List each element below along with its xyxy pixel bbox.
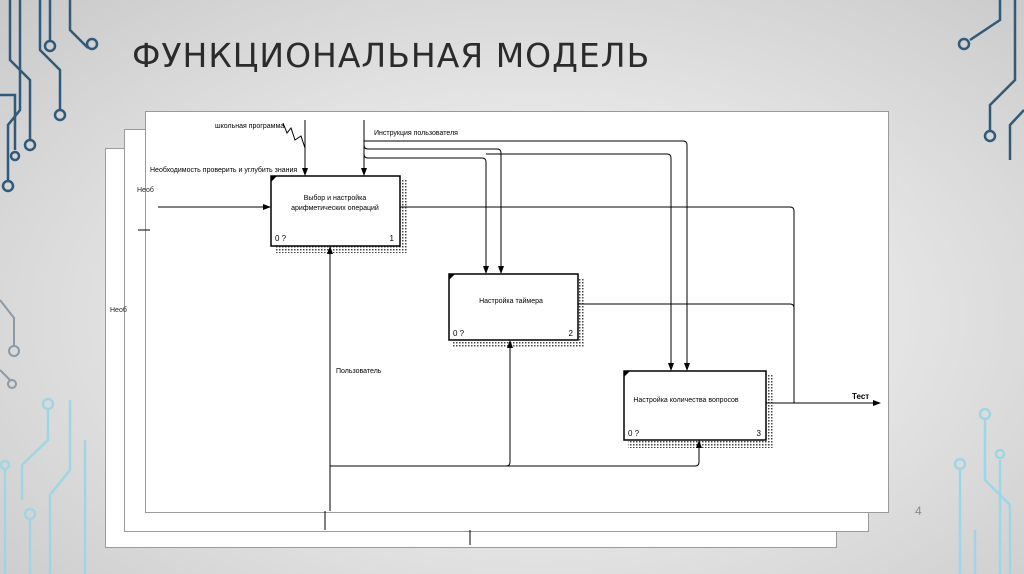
slide-title: ФУНКЦИОНАЛЬНАЯ МОДЕЛЬ: [132, 36, 651, 75]
box-2-number: 2: [569, 329, 574, 338]
circuit-top-left: [0, 0, 99, 193]
function-box-2: Настройка таймера 0 ? 2: [448, 273, 579, 341]
back-sheet-label: Необ: [137, 186, 154, 194]
box-3-number: 3: [757, 429, 762, 438]
idef0-arrows: [158, 120, 881, 511]
arrow-control-instruction-box2: [363, 144, 504, 274]
arrow-mechanism-box2: [330, 340, 513, 467]
box-3-cost: 0 ?: [628, 429, 640, 438]
label-control-instruction: Инструкция пользователя: [374, 130, 458, 137]
function-box-1: Выбор и настройка арифметических операци…: [270, 175, 401, 247]
label-output-test: Тест: [852, 392, 869, 401]
circuit-bottom-left-grey: [0, 299, 20, 389]
arrow-mechanism-box3: [506, 440, 702, 467]
arrow-control-instruction-box2b: [363, 153, 489, 274]
label-input-need: Необходимость проверить и углубить знани…: [150, 166, 297, 174]
box-2-label: Настройка таймера: [479, 297, 543, 305]
box-1-label-line1: Выбор и настройка: [304, 194, 367, 202]
function-box-3: Настройка количества вопросов 0 ? 3: [623, 370, 767, 441]
back-sheet-label-2: Необ: [110, 306, 127, 314]
page-number: 4: [915, 504, 922, 518]
box-1-label-line2: арифметических операций: [291, 204, 379, 212]
arrow-output-box2: [578, 303, 795, 309]
label-mechanism-user: Пользователь: [336, 368, 382, 375]
box-1-number: 1: [390, 234, 395, 243]
arrow-control-instruction-box3b: [486, 153, 674, 371]
label-control-program: школьная программа: [215, 123, 284, 130]
arrow-program-squiggle: [282, 122, 306, 149]
circuit-bottom-right: [953, 407, 1012, 574]
circuit-top-right: [957, 0, 1024, 160]
box-2-cost: 0 ?: [453, 329, 465, 338]
arrow-control-instruction-box3: [497, 140, 690, 371]
box-1-cost: 0 ?: [275, 234, 287, 243]
arrow-output-box1: [400, 206, 795, 403]
circuit-bottom-left: [0, 397, 87, 574]
box-3-label: Настройка количества вопросов: [633, 396, 739, 404]
back-sheet-marks: Необ Необ: [110, 186, 471, 545]
